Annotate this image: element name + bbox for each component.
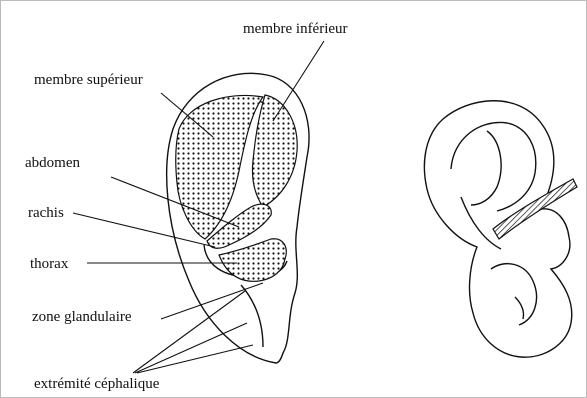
label-abdomen: abdomen bbox=[25, 156, 80, 171]
leader-membre-inferieur bbox=[273, 41, 324, 121]
fetus-head-inner bbox=[491, 264, 537, 325]
region-membre-inferieur bbox=[252, 95, 297, 207]
leader-cephalique-3 bbox=[137, 345, 253, 373]
label-rachis: rachis bbox=[28, 206, 64, 221]
label-thorax: thorax bbox=[30, 257, 68, 272]
dotted-regions bbox=[176, 95, 298, 281]
label-membre-inferieur: membre inférieur bbox=[243, 22, 348, 37]
fetus-limb bbox=[471, 131, 501, 205]
label-zone-glandulaire: zone glandulaire bbox=[32, 310, 132, 325]
label-membre-superieur: membre supérieur bbox=[34, 73, 143, 88]
umbilical-cord bbox=[493, 179, 577, 239]
label-extremite-cephalique: extrémité céphalique bbox=[34, 377, 159, 392]
fetus-face bbox=[515, 297, 524, 319]
fetus-spine bbox=[461, 197, 501, 249]
lobe-outline bbox=[241, 285, 263, 347]
leader-zone-glandulaire bbox=[161, 283, 263, 319]
fetus-body-curl bbox=[451, 122, 536, 211]
